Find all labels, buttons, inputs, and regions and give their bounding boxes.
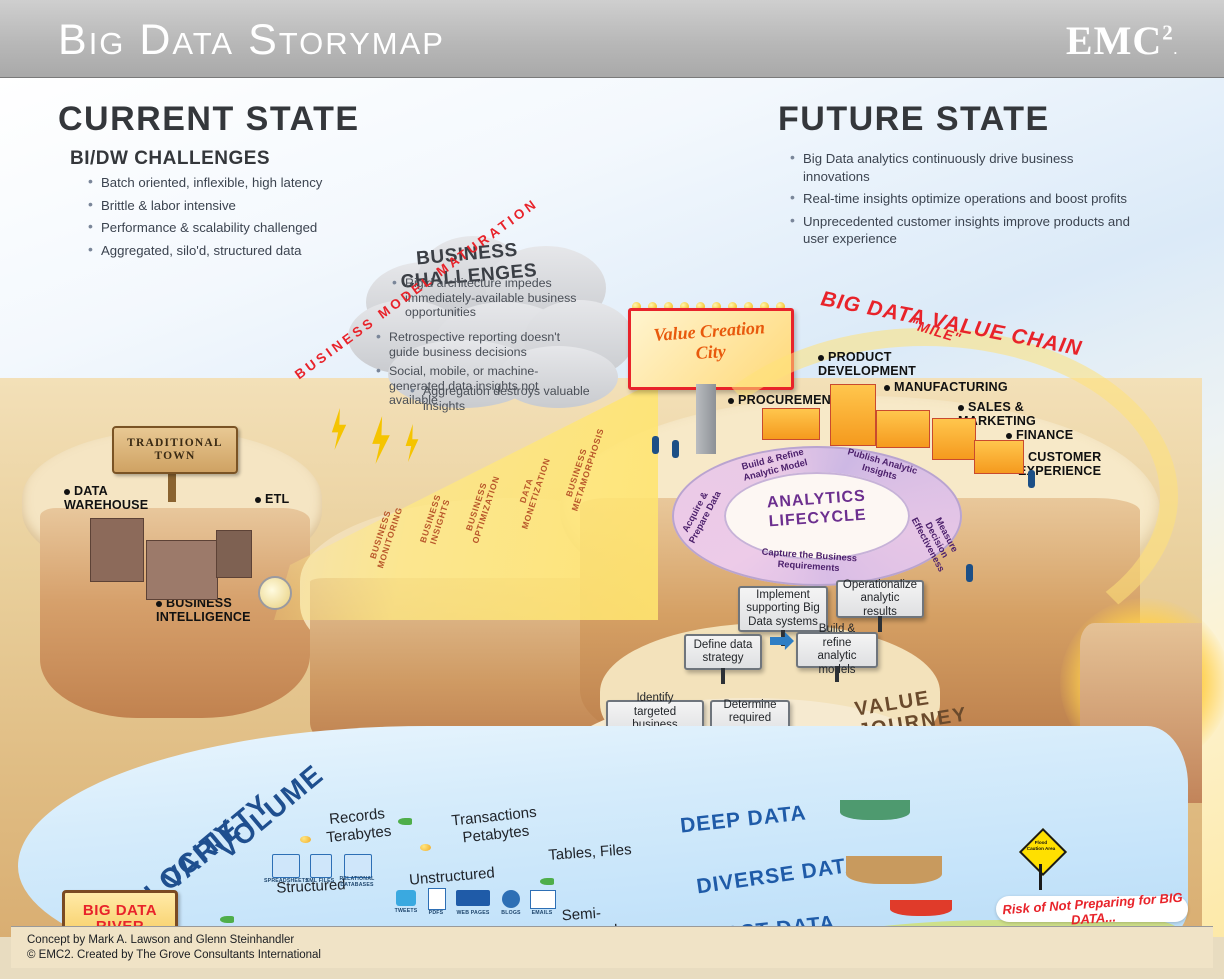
fish-icon (220, 916, 234, 923)
blogs-icon (502, 890, 520, 908)
xml-files-caption: XML FILES (305, 878, 335, 884)
value-chain-node-sales-marketing: SALES & MARKETING (958, 400, 1050, 428)
bi-dw-challenges-heading: BI/DW CHALLENGES (70, 148, 271, 169)
town-building (90, 518, 144, 582)
list-item: Unprecedented customer insights improve … (790, 212, 1130, 248)
billboard-line2: City (695, 340, 727, 363)
list-item: Real-time insights optimize operations a… (790, 189, 1130, 208)
emails-caption: EMAILS (531, 910, 553, 916)
label-business-intelligence: BUSINESS INTELLIGENCE (156, 596, 264, 624)
relational-databases-icon (344, 854, 372, 878)
big-data-river (18, 726, 1188, 937)
gold-nugget-icon (420, 844, 431, 851)
traditional-town-sign: TRADITIONAL TOWN (112, 426, 238, 474)
value-chain-building (762, 408, 820, 440)
business-challenges-bullets: Rigid architecture impedes immediately-a… (392, 275, 584, 325)
web-pages-caption: WEB PAGES (456, 910, 490, 916)
gold-nugget-icon (300, 836, 311, 843)
flood-sign-post (1039, 864, 1042, 890)
person-silhouette (966, 564, 973, 582)
lifecycle-hub (724, 472, 910, 560)
list-item: Aggregation destroys valuable insights (410, 383, 590, 413)
traditional-town-sign-text: TRADITIONAL TOWN (127, 437, 223, 462)
value-chain-node-manufacturing: MANUFACTURING (884, 380, 1008, 394)
list-item: Batch oriented, inflexible, high latency (88, 173, 378, 192)
analytics-lifecycle-diagram: ANALYTICS LIFECYCLE Acquire & Prepare Da… (672, 446, 962, 586)
value-chain-node-procurement: PROCUREMENT (728, 393, 839, 407)
value-chain-node-customer-experience: CUSTOMER EXPERIENCE (1018, 450, 1116, 478)
current-state-bullets: Batch oriented, inflexible, high latency… (88, 173, 378, 264)
web-pages-icon (456, 890, 490, 906)
person-silhouette (672, 440, 679, 458)
value-chain-building (932, 418, 976, 460)
pdfs-caption: PDFS (428, 910, 444, 916)
tugboat-icon (840, 800, 910, 820)
value-journey-sign-build-refine[interactable]: Build & refine analytic models (796, 623, 878, 682)
list-item: Big Data analytics continuously drive bu… (790, 149, 1130, 185)
value-chain-building (974, 440, 1024, 474)
town-building (146, 540, 218, 600)
value-chain-node-product-development: PRODUCT DEVELOPMENT (818, 350, 922, 378)
value-journey-sign-operationalize[interactable]: Operationalize analytic results (836, 579, 924, 632)
label-etl: ETL (255, 492, 289, 506)
emc-logo: EMC2. (1066, 17, 1178, 64)
speedboat-icon (890, 900, 952, 916)
label-data-warehouse: DATA WAREHOUSE (64, 484, 168, 512)
list-item: Aggregated, silo'd, structured data (88, 241, 378, 260)
town-building (216, 530, 252, 578)
fish-icon (398, 818, 412, 825)
list-item: Retrospective reporting doesn't guide bu… (376, 329, 588, 359)
current-state-heading: CURRENT STATE (58, 100, 360, 138)
value-chain-node-finance: FINANCE (1006, 428, 1073, 442)
value-journey-sign-define-strategy[interactable]: Define data strategy (684, 634, 762, 684)
list-item: Performance & scalability challenged (88, 218, 378, 237)
footer-credit-line1: Concept by Mark A. Lawson and Glenn Stei… (27, 934, 295, 946)
relational-databases-caption: RELATIONAL DATABASES (339, 876, 375, 888)
poster-footer: Concept by Mark A. Lawson and Glenn Stei… (11, 926, 1213, 968)
blogs-caption: BLOGS (501, 910, 521, 916)
footer-credit-line2: © EMC2. Created by The Grove Consultants… (27, 948, 321, 961)
pdfs-icon (428, 888, 446, 910)
poster-header: BIG DATA STORYMAP EMC2. (0, 0, 1224, 78)
emc-wordmark: EMC (1065, 18, 1163, 63)
fish-icon (540, 878, 554, 885)
person-silhouette (652, 436, 659, 454)
spreadsheets-icon (272, 854, 300, 878)
value-chain-building (876, 410, 930, 448)
tweets-caption: TWEETS (394, 908, 418, 914)
sailboat-icon (846, 856, 942, 884)
registered-icon: . (1173, 42, 1178, 57)
river-sign-line1: BIG DATA (82, 902, 158, 919)
future-state-bullets: Big Data analytics continuously drive bu… (790, 149, 1130, 253)
list-item: Rigid architecture impedes immediately-a… (392, 275, 584, 320)
flood-caution-sign-text: Flood Caution Area (1026, 840, 1056, 851)
emails-icon (530, 890, 556, 909)
xml-files-icon (310, 854, 332, 878)
spreadsheets-caption: SPREADSHEETS (264, 878, 309, 884)
future-state-heading: FUTURE STATE (778, 100, 1050, 138)
storymap-canvas: CURRENT STATE BI/DW CHALLENGES Batch ori… (0, 78, 1224, 937)
page-title: BIG DATA STORYMAP (58, 16, 445, 64)
business-challenges-bullets-3: Aggregation destroys valuable insights (410, 383, 590, 418)
value-chain-building (830, 384, 876, 446)
risk-callout-banner (996, 896, 1188, 922)
person-silhouette (1028, 470, 1035, 488)
tweets-icon (396, 890, 416, 906)
list-item: Brittle & labor intensive (88, 196, 378, 215)
value-journey-sign-implement[interactable]: Implement supporting Big Data systems (738, 586, 828, 646)
billboard-bulb-row (630, 302, 790, 312)
emc-superscript: 2 (1162, 20, 1174, 45)
